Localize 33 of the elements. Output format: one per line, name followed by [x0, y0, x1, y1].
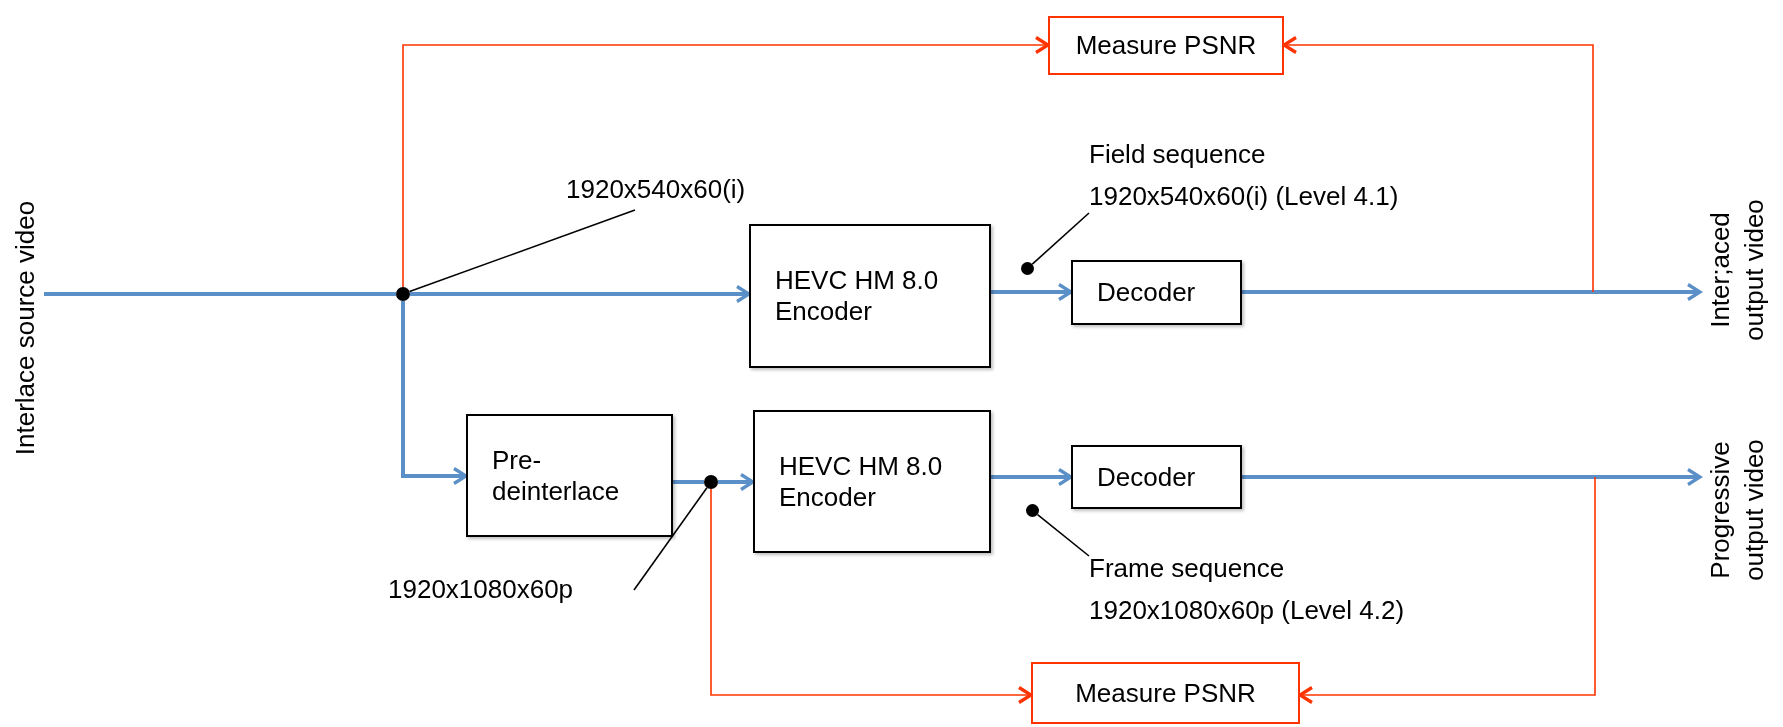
leader-line	[1031, 212, 1090, 265]
arrow	[991, 467, 1073, 487]
arrow	[410, 284, 751, 304]
process-box: Pre- deinterlace	[466, 414, 673, 537]
leader-line	[633, 486, 708, 591]
output-label: Progressive output video	[1700, 420, 1774, 600]
arrow	[991, 282, 1073, 302]
arrow	[1242, 282, 1702, 302]
arrow	[401, 301, 468, 486]
leader-dot	[1021, 262, 1034, 275]
arrow	[718, 472, 755, 492]
arrow	[402, 35, 1050, 288]
connector-line	[673, 480, 704, 484]
junction-dot	[396, 287, 410, 301]
resolution-label: 1920x540x60(i)	[566, 168, 816, 210]
leader-line	[408, 209, 636, 293]
output-label: Inter;aced output video	[1700, 180, 1774, 360]
leader-dot	[1026, 504, 1039, 517]
sequence-label: Field sequence 1920x540x60(i) (Level 4.1)	[1089, 133, 1434, 217]
vertical-label: Interlace source video	[6, 150, 44, 506]
arrow	[1242, 467, 1702, 487]
process-box: Decoder	[1071, 445, 1242, 509]
leader-line	[1036, 513, 1090, 557]
connector-line	[44, 292, 396, 296]
process-box: HEVC HM 8.0 Encoder	[749, 224, 991, 368]
measure-box: Measure PSNR	[1048, 16, 1284, 75]
process-box: HEVC HM 8.0 Encoder	[753, 410, 991, 553]
arrow	[710, 488, 1033, 705]
process-box: Decoder	[1071, 260, 1242, 325]
junction-dot	[704, 475, 718, 489]
measure-box: Measure PSNR	[1031, 662, 1300, 724]
resolution-label: 1920x1080x60p	[388, 568, 634, 610]
sequence-label: Frame sequence 1920x1080x60p (Level 4.2)	[1089, 547, 1449, 631]
